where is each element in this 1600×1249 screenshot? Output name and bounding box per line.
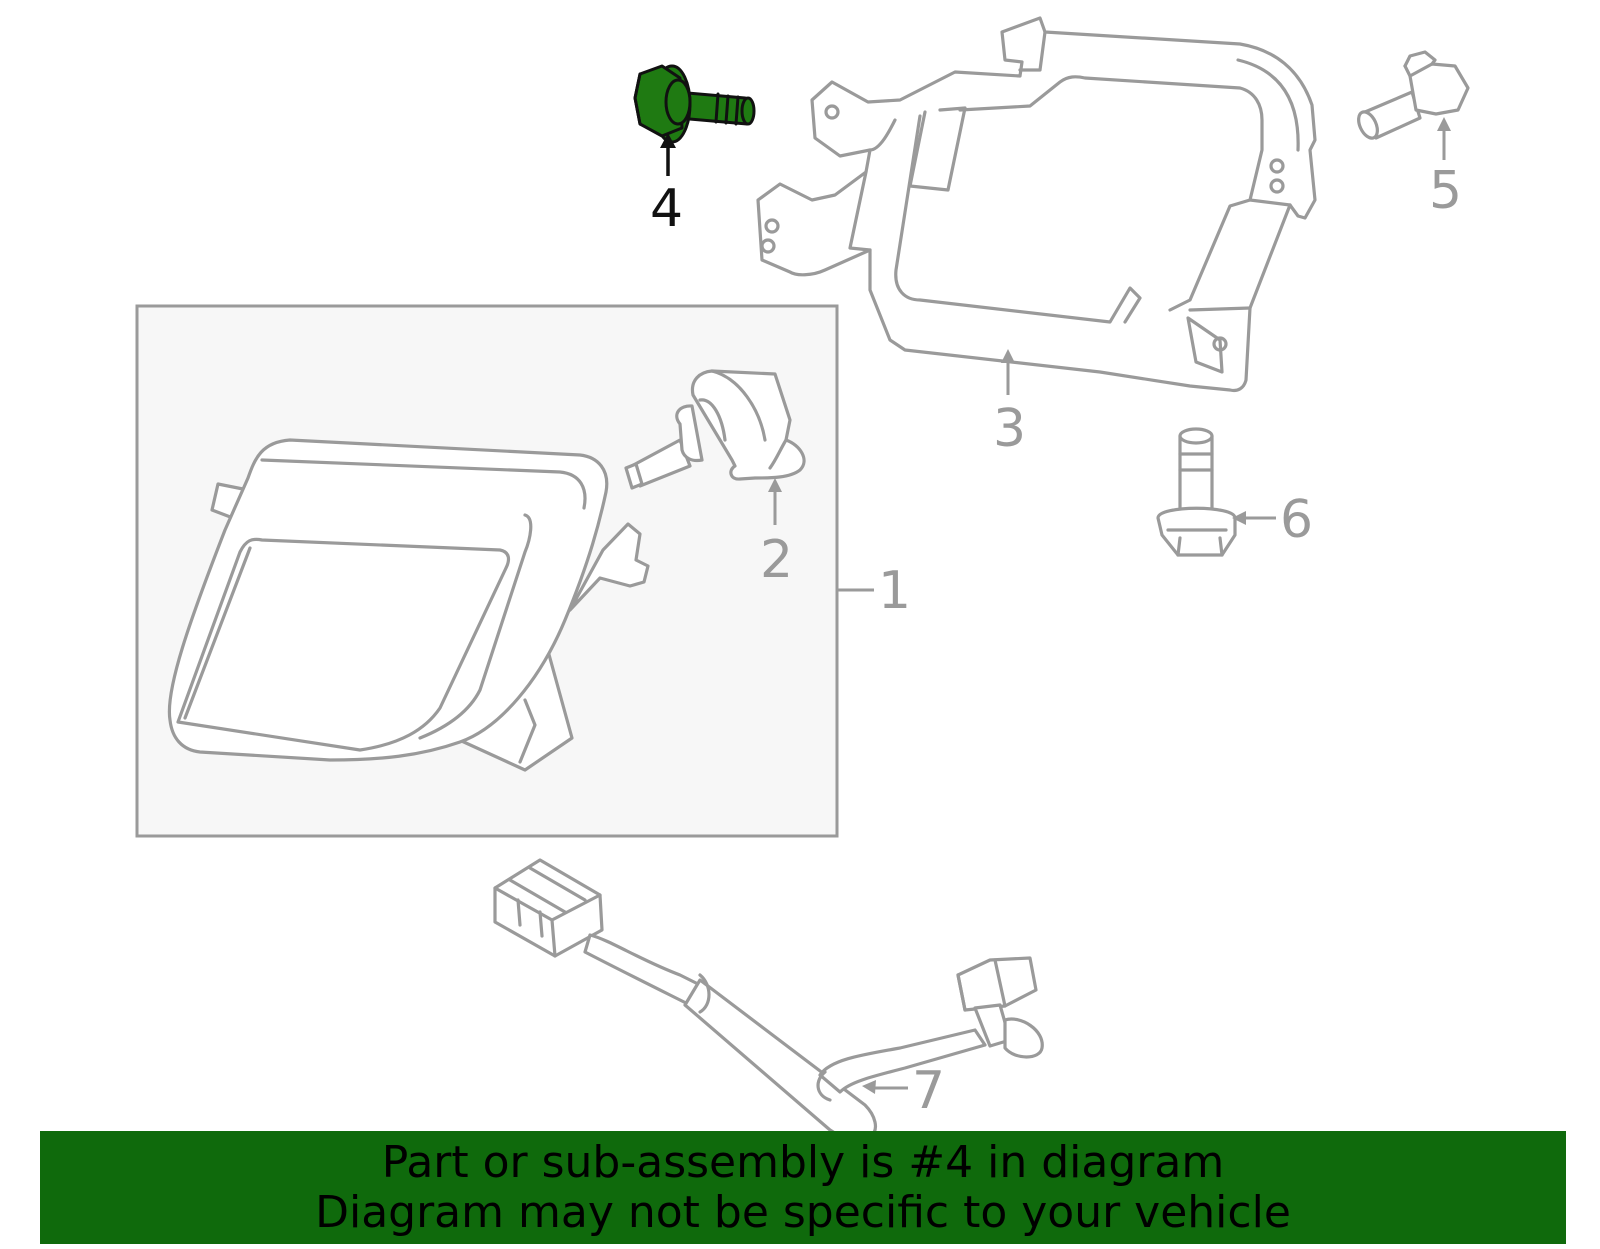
callout-1-label: 1: [878, 561, 911, 621]
part-2-bulb[interactable]: [624, 369, 806, 490]
callout-5-group: 5: [1429, 117, 1462, 221]
part-5-bolt[interactable]: [1355, 50, 1470, 141]
callout-5-label: 5: [1429, 161, 1462, 221]
callout-6-group: 6: [1232, 490, 1313, 550]
callout-4-label: 4: [650, 179, 683, 239]
callout-7-label: 7: [912, 1061, 945, 1121]
part-4-bolt-highlighted[interactable]: [633, 64, 756, 144]
part-3-bracket[interactable]: [756, 16, 1317, 393]
callout-3-group: 3: [993, 349, 1026, 459]
callout-2-label: 2: [760, 530, 793, 590]
callout-1-group: 1: [838, 561, 911, 621]
part-1-fog-lamp[interactable]: [167, 438, 650, 772]
callout-6-label: 6: [1280, 490, 1313, 550]
callout-7-group: 7: [862, 1061, 945, 1121]
banner-line-2: Diagram may not be specific to your vehi…: [315, 1186, 1291, 1238]
part-7-wiring-harness[interactable]: [493, 858, 1044, 1143]
callout-4-group: 4: [650, 133, 683, 239]
callout-2-group: 2: [760, 478, 793, 590]
info-banner: Part or sub-assembly is #4 in diagram Di…: [40, 1131, 1566, 1244]
banner-line-1: Part or sub-assembly is #4 in diagram: [381, 1136, 1225, 1188]
part-6-bolt[interactable]: [1156, 427, 1237, 557]
callout-3-label: 3: [993, 399, 1026, 459]
